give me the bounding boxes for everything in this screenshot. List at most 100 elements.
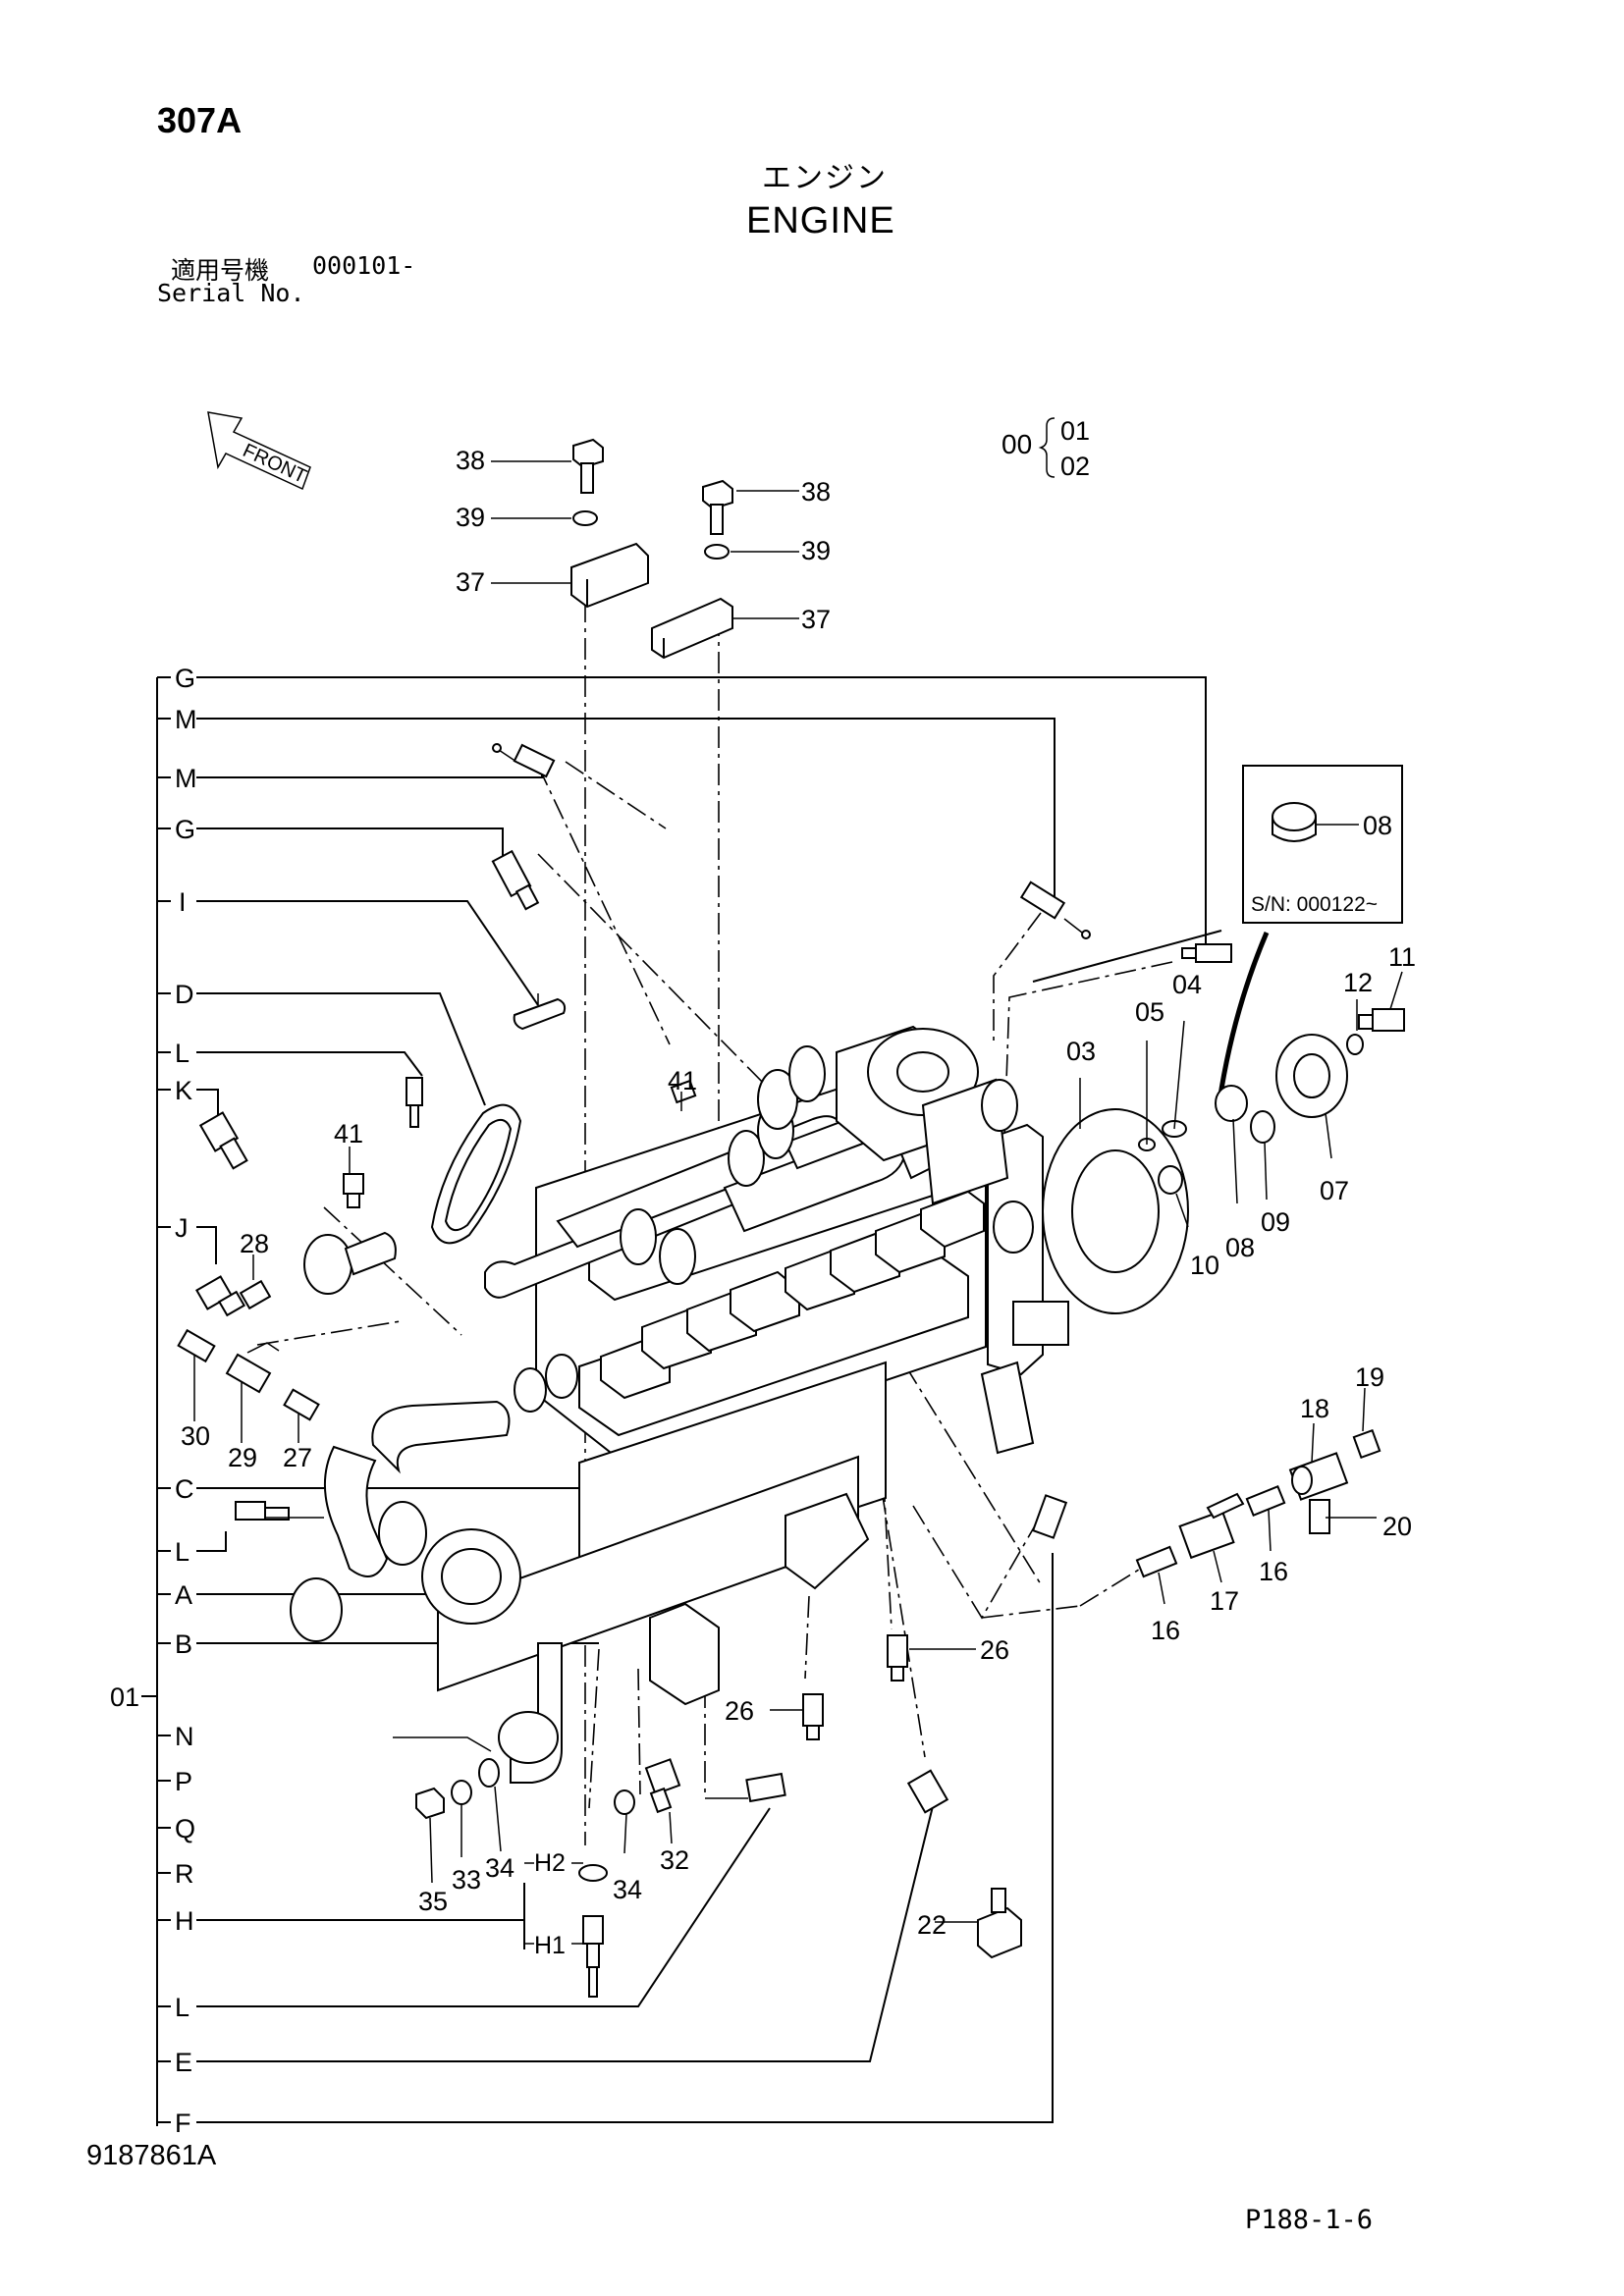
- callout-29: 29: [228, 1443, 257, 1472]
- valve-17-icon: [1178, 1492, 1245, 1560]
- fitting-26-lower-icon: [802, 1693, 824, 1740]
- svg-text:P: P: [175, 1767, 192, 1796]
- assembly-group-bracket: 00 01 02: [1001, 416, 1090, 481]
- callout-04: 04: [1172, 970, 1202, 999]
- bolt-38-right: [702, 479, 733, 535]
- serial-value: 000101-: [312, 251, 416, 280]
- callout-19: 19: [1355, 1362, 1384, 1392]
- cap-08-icon: [1215, 1085, 1248, 1122]
- callout-12: 12: [1343, 968, 1373, 997]
- air-filter-d-icon: [430, 1103, 522, 1245]
- callout-38-right: 38: [801, 477, 831, 507]
- snap-ring-10-icon: [1158, 1165, 1183, 1195]
- fitting-30-icon: [177, 1328, 216, 1363]
- washer-39-right: [704, 544, 730, 560]
- plug-41-left-icon: [343, 1173, 364, 1208]
- washer-h2-icon: [578, 1864, 608, 1882]
- svg-text:L: L: [175, 1993, 189, 2022]
- svg-text:I: I: [179, 887, 187, 917]
- svg-text:E: E: [175, 2048, 192, 2077]
- h-sub-labels: H2 H1: [524, 1849, 587, 1959]
- svg-text:C: C: [175, 1474, 194, 1504]
- sensors-left: [177, 743, 697, 1521]
- callout-09: 09: [1261, 1207, 1290, 1237]
- title-japanese: エンジン: [762, 161, 888, 195]
- sensor-g-icon: [491, 849, 540, 911]
- part-callouts: 38 39 37 38 39 37 41 41 28 30 29 27 03 0…: [181, 446, 1416, 1940]
- ref-letter-a: A: [157, 1580, 192, 1610]
- page-reference: P188-1-6: [1245, 2205, 1374, 2235]
- callout-17: 17: [1210, 1586, 1239, 1616]
- left-reference-column: G M M G I D L K J C L A B N P Q R H L E …: [110, 664, 197, 2138]
- sensor-h1-icon: [582, 1915, 604, 1998]
- serial-label-english: Serial No.: [157, 279, 305, 307]
- page-code: 307A: [157, 100, 243, 140]
- callout-35: 35: [418, 1887, 448, 1916]
- bracket-37-left: [570, 542, 649, 609]
- sensor-l-lower-icon: [745, 1772, 786, 1803]
- fitting-26-right-icon: [887, 1634, 908, 1682]
- callout-10: 10: [1190, 1251, 1219, 1280]
- sensor-k-icon: [198, 1111, 248, 1170]
- sensor-m-icon: [492, 743, 556, 778]
- sensor-j-icon: [195, 1275, 246, 1317]
- flange-near-41-icon: [303, 1231, 397, 1295]
- ref-letter-i: I: [157, 887, 187, 917]
- svg-text:R: R: [175, 1859, 194, 1889]
- svg-text:G: G: [175, 815, 195, 844]
- ref-letter-j: J: [157, 1213, 189, 1243]
- svg-text:B: B: [175, 1629, 192, 1659]
- ref-letter-n: N: [157, 1722, 194, 1751]
- washer-34-left-icon: [478, 1758, 500, 1788]
- ref-letter-f: F: [157, 2109, 191, 2138]
- washer-34-right-icon: [614, 1789, 635, 1815]
- svg-text:K: K: [175, 1076, 192, 1105]
- fitting-29-icon: [225, 1342, 280, 1394]
- callout-28: 28: [240, 1229, 269, 1258]
- ref-letter-e: E: [157, 2048, 192, 2077]
- callout-32: 32: [660, 1845, 689, 1875]
- front-arrow-icon: FRONT: [207, 411, 311, 491]
- callout-34-left: 34: [485, 1853, 514, 1883]
- fitting-f-icon: [1031, 1494, 1068, 1539]
- svg-text:F: F: [175, 2109, 191, 2138]
- ref-letter-b: B: [157, 1629, 192, 1659]
- callout-37-right: 37: [801, 605, 831, 634]
- washer-39-left: [572, 510, 598, 526]
- svg-text:H: H: [175, 1906, 194, 1936]
- fitting-27-icon: [283, 1388, 320, 1421]
- callout-16-left: 16: [1151, 1616, 1180, 1645]
- callout-37-left: 37: [456, 567, 485, 597]
- callout-07: 07: [1320, 1176, 1349, 1205]
- ref-letter-m-1: M: [157, 705, 197, 734]
- callout-33: 33: [452, 1865, 481, 1895]
- callout-26-lower: 26: [725, 1696, 754, 1726]
- ref-letter-q: Q: [157, 1814, 195, 1843]
- flywheel-assembly: [1032, 930, 1405, 1314]
- housing-07-icon: [1275, 1034, 1348, 1118]
- ref-letter-g-2: G: [157, 815, 195, 844]
- svg-text:G: G: [175, 664, 195, 693]
- fitting-20-icon: [1309, 1499, 1330, 1534]
- fitting-16-left-icon: [1135, 1545, 1178, 1578]
- fitting-16-right-icon: [1245, 1484, 1286, 1518]
- sensor-g-right-icon: [1181, 943, 1232, 963]
- washer-12-icon: [1346, 1034, 1364, 1055]
- ref-letter-g-top: G: [157, 664, 195, 693]
- sensor-e-icon: [906, 1769, 949, 1814]
- reference-leader-lines: [196, 676, 1207, 2123]
- ref-letter-l-3: L: [157, 1993, 189, 2022]
- callout-08: 08: [1225, 1233, 1255, 1262]
- bracket-37-right: [651, 597, 733, 660]
- ref-letter-d: D: [157, 980, 194, 1009]
- fitting-19-icon: [1352, 1428, 1381, 1460]
- assembly-group-code: 00: [1001, 429, 1032, 459]
- sensor-c-icon: [235, 1501, 290, 1521]
- callout-05: 05: [1135, 997, 1164, 1027]
- callout-18: 18: [1300, 1394, 1329, 1423]
- fitting-28-icon: [239, 1279, 272, 1310]
- callout-11: 11: [1388, 942, 1416, 972]
- assembly-option-02: 02: [1060, 452, 1090, 481]
- h1-label: H1: [534, 1932, 566, 1959]
- assembly-option-01: 01: [1060, 416, 1090, 446]
